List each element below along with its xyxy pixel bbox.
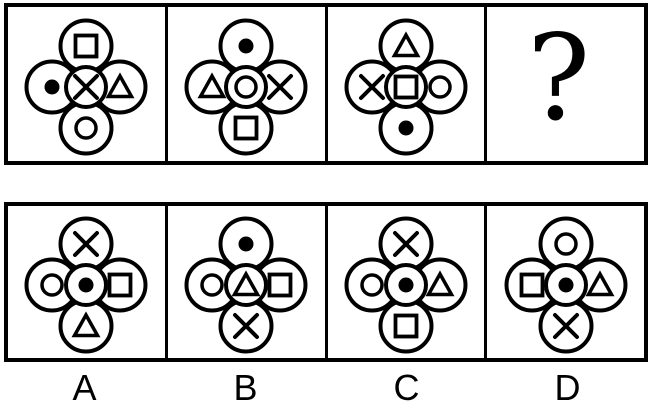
question-cell: ? — [487, 7, 644, 161]
square-icon — [267, 272, 293, 298]
x-icon — [267, 74, 294, 100]
x-icon — [552, 313, 579, 339]
answer-option-d[interactable] — [487, 206, 644, 358]
triangle-icon — [425, 270, 455, 297]
square-icon — [73, 33, 99, 59]
flower-figure — [344, 216, 468, 354]
x-icon — [233, 313, 260, 339]
answer-option-b[interactable] — [167, 206, 328, 358]
flower-figure — [184, 216, 308, 354]
triangle-icon — [585, 270, 615, 297]
answer-option-a[interactable] — [8, 206, 168, 358]
square-icon — [107, 272, 133, 298]
petal-circle-top — [538, 216, 594, 272]
center-circle — [383, 65, 428, 109]
problem-cell-1 — [8, 7, 168, 161]
petal-circle-top — [378, 18, 434, 74]
option-label-d: D — [554, 367, 581, 408]
petal-circle-bottom — [58, 298, 114, 354]
flower-figure — [184, 18, 308, 156]
option-labels-row: A B C D — [4, 367, 648, 409]
flower-figure — [344, 18, 468, 156]
option-label-a: A — [72, 367, 97, 408]
option-label-b: B — [233, 367, 258, 408]
problem-cell-2 — [167, 7, 328, 161]
square-icon — [233, 115, 259, 141]
puzzle-board: ? A B C D — [4, 3, 648, 409]
square-icon — [519, 272, 545, 298]
triangle-icon — [71, 311, 101, 338]
square-icon — [393, 74, 419, 100]
dot-icon — [398, 120, 414, 136]
petal-circle-bottom — [58, 100, 114, 156]
answer-row — [4, 202, 648, 362]
dot-icon — [558, 277, 574, 293]
circle-icon — [234, 75, 258, 99]
flower-figure — [24, 216, 148, 354]
problem-cell-3 — [327, 7, 488, 161]
answer-option-c[interactable] — [327, 206, 488, 358]
x-icon — [73, 74, 100, 100]
option-label-c: C — [393, 367, 420, 408]
triangle-icon — [231, 270, 261, 297]
circle-icon — [200, 273, 224, 297]
problem-row: ? — [4, 3, 648, 165]
circle-icon — [360, 273, 384, 297]
triangle-icon — [197, 72, 227, 99]
dot-icon — [398, 277, 414, 293]
flower-figure — [24, 18, 148, 156]
question-mark: ? — [526, 9, 591, 147]
circle-icon — [40, 273, 65, 297]
dot-icon — [44, 79, 60, 95]
square-icon — [393, 313, 419, 339]
triangle-icon — [105, 72, 135, 99]
circle-icon — [74, 116, 99, 140]
circle-icon — [553, 232, 578, 256]
dot-icon — [78, 277, 94, 293]
triangle-icon — [391, 31, 421, 58]
circle-icon — [428, 75, 452, 99]
x-icon — [358, 74, 385, 100]
petal-circle-bottom — [218, 100, 274, 156]
dot-icon — [238, 38, 254, 54]
x-icon — [73, 231, 100, 257]
flower-figure — [504, 216, 628, 354]
petal-circle-bottom — [378, 298, 434, 354]
dot-icon — [238, 236, 254, 252]
petal-circle-top — [58, 18, 114, 74]
x-icon — [392, 231, 419, 257]
center-circle — [224, 65, 269, 109]
